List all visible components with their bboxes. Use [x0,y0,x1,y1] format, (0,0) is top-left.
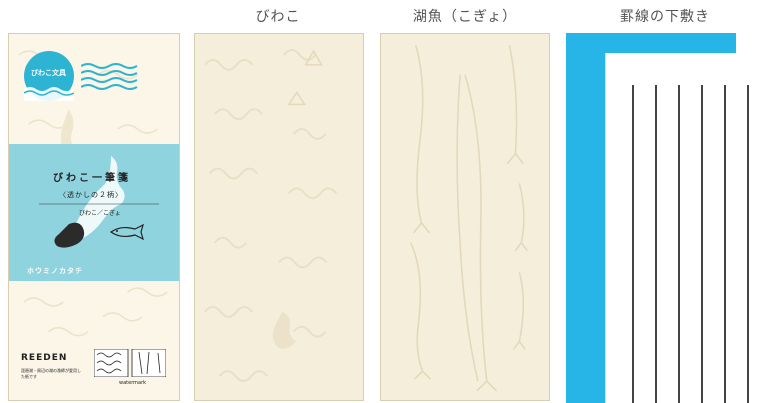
product-subtitle: 〈透かしの２柄〉 [59,191,123,199]
maker-note: 琵琶湖・周辺の湖の漁師が愛用した紙です [21,368,81,379]
paper-kogyo [380,33,550,401]
shitajiki-sheet [605,53,775,403]
ruled-line [632,85,634,403]
biwako-watermark-pattern [204,49,338,383]
stamp-wave-icon [24,87,74,101]
maker-logo: REEDEN [21,353,68,363]
ruled-line [701,85,703,403]
label-biwako: びわこ [255,9,301,25]
ruled-line [724,85,726,403]
ruled-line [678,85,680,403]
watermark-label: watermark [119,380,147,386]
paper-biwako [194,33,364,401]
label-kogyo: 湖魚（こぎょ） [412,9,518,25]
postmark-lines-icon [81,63,138,90]
divider [39,203,159,205]
product-title: びわこ一筆箋 [53,173,131,184]
pattern-thumbnails [94,349,166,377]
package-front: びわこ文具 びわこ一筆箋 〈透かしの２柄〉 びわこ／こぎょ ホウミノカタチ RE… [8,33,180,401]
lake-biwa-shape-icon [54,156,125,248]
brand-name: ホウミノカタチ [27,267,83,275]
stamp-text: びわこ文具 [31,69,66,77]
fish-icon [109,224,144,240]
package-wave-pattern [18,50,168,337]
label-shitajiki: 罫線の下敷き [620,9,710,25]
kogyo-watermark-pattern [409,44,528,392]
ruled-line [747,85,749,403]
ruled-line [655,85,657,403]
product-variants: びわこ／こぎょ [79,210,121,217]
